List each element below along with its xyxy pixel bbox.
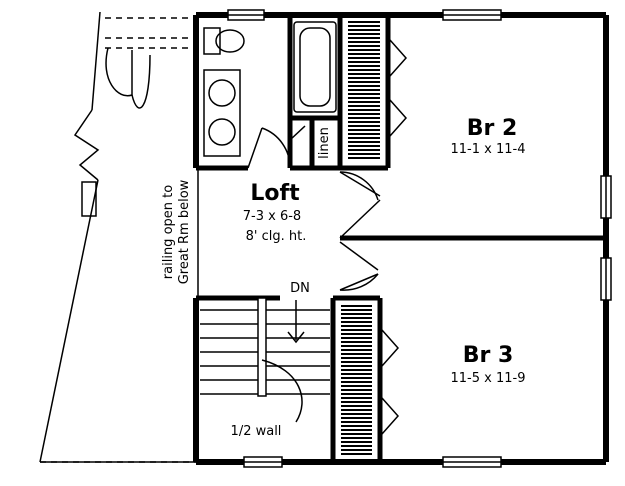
loft-dims: 7-3 x 6-8 — [243, 209, 301, 224]
loft-name: Loft — [250, 181, 300, 206]
windows — [227, 9, 612, 468]
linen-label: linen — [317, 127, 332, 159]
closet-hatch-br2 — [348, 21, 380, 159]
sink-1 — [208, 79, 236, 107]
stair-direction-label: DN — [290, 281, 310, 296]
sink-2 — [208, 118, 236, 146]
br2-dims: 11-1 x 11-4 — [451, 142, 526, 157]
half-wall-label: 1/2 wall — [231, 424, 282, 439]
vanity — [203, 69, 241, 157]
railing-note-line2: Great Rm below — [177, 179, 192, 284]
roof-outline — [39, 11, 196, 463]
doors — [247, 39, 408, 435]
br3-dims: 11-5 x 11-9 — [451, 371, 526, 386]
bathtub — [293, 21, 337, 113]
br3-name: Br 3 — [463, 343, 514, 368]
stairs — [200, 297, 330, 423]
br2-name: Br 2 — [467, 116, 518, 141]
bath-fixtures — [203, 21, 337, 157]
half-wall-leader — [261, 359, 303, 423]
loft-ceiling: 8' clg. ht. — [246, 229, 307, 244]
toilet-bowl — [215, 29, 245, 53]
toilet-tank — [203, 27, 221, 55]
closet-hatch-br3 — [341, 305, 372, 455]
railing-note-line1: railing open to — [161, 185, 176, 279]
